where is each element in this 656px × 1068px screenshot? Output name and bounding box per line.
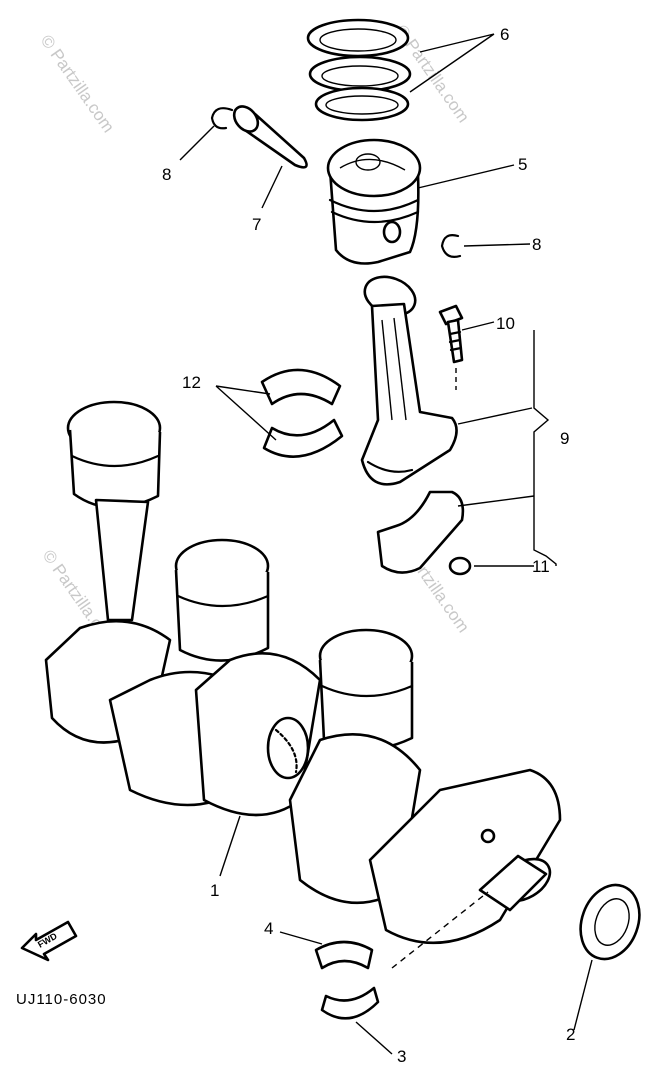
callout-2: 2 [566, 1025, 575, 1044]
diagram-code: UJ110-6030 [16, 991, 107, 1008]
forward-arrow-icon: FWD [20, 920, 78, 962]
connecting-rod [360, 275, 458, 486]
piston-pin [232, 105, 308, 169]
callout-10: 10 [496, 314, 515, 333]
leader-lines [179, 33, 593, 1055]
callout-8-left: 8 [162, 165, 171, 184]
callout-1: 1 [210, 881, 219, 900]
piston [326, 138, 422, 265]
circlip-left [210, 107, 234, 130]
callout-9: 9 [560, 429, 569, 448]
piston-rings [306, 18, 412, 122]
oil-seal [579, 883, 641, 961]
callout-7: 7 [252, 215, 261, 234]
callout-8-right: 8 [532, 235, 541, 254]
connecting-rod-bolt [438, 304, 464, 390]
callout-5: 5 [518, 155, 527, 174]
callout-6: 6 [500, 25, 509, 44]
crankshaft-assembly [44, 400, 562, 945]
bearing-shells-12 [260, 368, 344, 458]
callout-4: 4 [264, 919, 273, 938]
connecting-rod-cap [376, 490, 472, 576]
main-bearing-shells [314, 940, 380, 1020]
watermark-top: © Partzilla.com [37, 31, 118, 136]
callout-12: 12 [182, 373, 201, 392]
callout-11: 11 [532, 557, 550, 576]
callout-3: 3 [397, 1047, 406, 1066]
circlip-right [440, 234, 462, 258]
